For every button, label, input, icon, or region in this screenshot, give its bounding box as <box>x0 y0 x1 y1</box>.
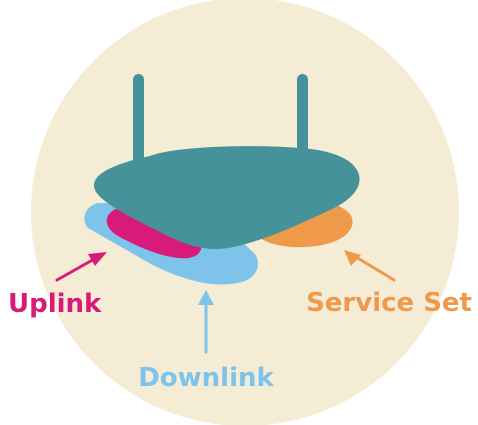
uplink-arrow <box>55 252 107 282</box>
service-set-layer <box>258 202 353 248</box>
uplink-layer <box>106 208 202 259</box>
left-antenna <box>133 74 144 186</box>
service-set-label: Service Set <box>306 288 472 318</box>
service-set-arrow <box>344 250 396 282</box>
downlink-arrow <box>198 290 214 354</box>
uplink-label: Uplink <box>8 289 102 319</box>
downlink-label: Downlink <box>138 363 274 393</box>
wifi-router-icon <box>94 146 360 250</box>
